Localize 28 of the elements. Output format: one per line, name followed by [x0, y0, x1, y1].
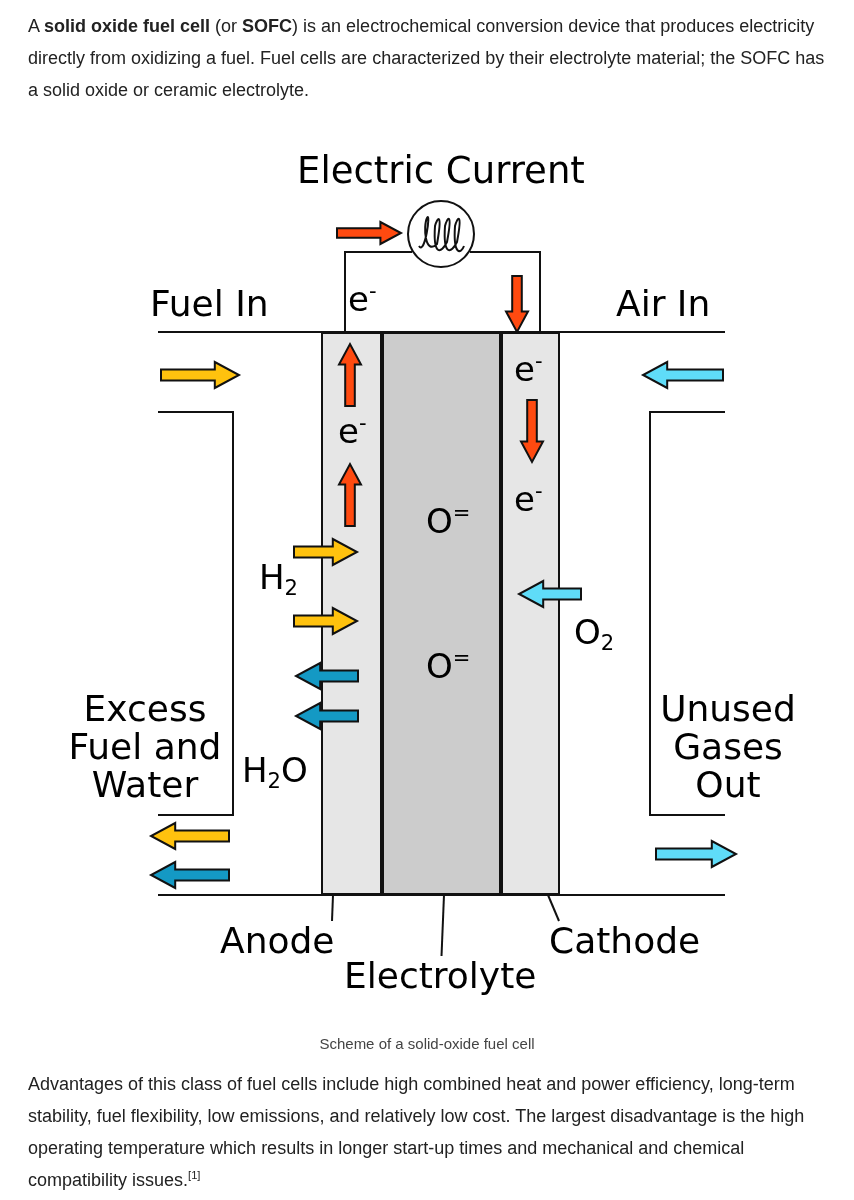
leader-line	[440, 894, 445, 957]
charge-label: e$^{-}$	[338, 414, 367, 448]
part-label: Anode	[220, 921, 335, 961]
diagram-label: H$_{2}$O	[242, 753, 308, 789]
leader-line	[331, 894, 334, 922]
part-label: Cathode	[549, 921, 701, 961]
charge-label: O$^{=}$	[426, 649, 471, 683]
paragraph: A solid oxide fuel cell (or SOFC) is an electrochemical conversion device that produces electricity directly from oxidizing a fuel. Fuel cells are characterized by their electrolyte material; the SOFC has a solid oxide or ceramic electrolyte.	[28, 15, 826, 102]
circuit-wire	[468, 251, 541, 333]
part-label: Electrolyte	[344, 956, 537, 996]
charge-label: e$^{-}$	[514, 482, 543, 516]
circuit-wire	[344, 251, 414, 333]
cell-layer	[501, 332, 560, 895]
diagram-label: e$^{-}$	[348, 282, 377, 318]
diagram-label: Fuel In	[150, 285, 269, 323]
diagram-label: Electric Current	[297, 152, 585, 191]
paragraph: Advantages of this class of fuel cells include high combined heat and power efficiency, long-term stability, fuel flexibility, low emissions, and relatively low cost. The largest disadvantage is the high operating temperature which results in longer start-up times and mechanical and chemical compatibility issues.$^{[1]}$	[28, 1073, 806, 1192]
lamp-coil-symbol	[407, 200, 475, 268]
caption: Scheme of a solid-oxide fuel cell	[318, 1035, 536, 1052]
diagram-label: Air In	[616, 285, 711, 323]
diagram-label: H$_{2}$	[259, 560, 298, 596]
diagram-label: Excess Fuel and Water	[67, 690, 223, 804]
diagram-label: O$_{2}$	[574, 615, 615, 651]
charge-label: O$^{=}$	[426, 504, 471, 538]
cell-layer	[382, 332, 501, 895]
diagram-label: Unused Gases Out	[659, 690, 797, 804]
leader-line	[547, 894, 560, 922]
charge-label: e$^{-}$	[514, 352, 543, 386]
